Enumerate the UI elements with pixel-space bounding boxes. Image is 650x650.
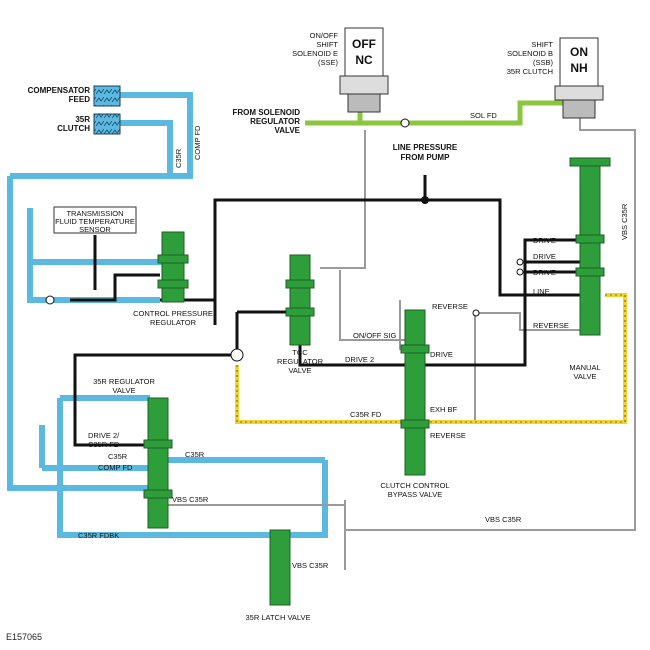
label-on-off-sig: ON/OFF SIG	[353, 331, 397, 340]
blue-clutch-circuit	[7, 92, 328, 538]
label-c35r-left: C35R	[108, 452, 128, 461]
solenoid-e: OFF NC	[339, 27, 389, 113]
clutch-control-bypass-valve	[404, 309, 426, 476]
label-line: LINE	[533, 287, 550, 296]
label-tft-1: TRANSMISSION	[66, 209, 123, 218]
label-35r-clutch-2: CLUTCH	[57, 124, 90, 133]
latch-valve	[269, 529, 291, 606]
label-c35r-fd: C35R FD	[350, 410, 382, 419]
label-drive-1: DRIVE	[533, 236, 556, 245]
label-vbs-c35r-mid: VBS C35R	[172, 495, 209, 504]
label-from-solenoid-2: REGULATOR	[250, 117, 300, 126]
diagram-labels: COMPENSATOR FEED 35R CLUTCH ON/OFF SHIFT…	[6, 31, 629, 642]
label-ssb-3: (SSB)	[533, 58, 554, 67]
label-exh-bf: EXH BF	[430, 405, 458, 414]
line-pressure-circuit	[70, 175, 580, 447]
label-drive-3: DRIVE	[533, 268, 556, 277]
figure-id: E157065	[6, 632, 42, 642]
label-c35r-vertical: C35R	[174, 148, 183, 168]
label-manual-valve-2: VALVE	[573, 372, 596, 381]
r35-regulator-valve	[147, 397, 169, 529]
label-35r-regulator-2: VALVE	[112, 386, 135, 395]
clutch-35r-box	[93, 113, 121, 135]
label-ccbv-2: BYPASS VALVE	[388, 490, 443, 499]
label-reverse-low: REVERSE	[430, 431, 466, 440]
label-tft-2: FLUID TEMPERATURE	[55, 217, 135, 226]
label-ssb-2: SOLENOID B	[507, 49, 553, 58]
label-reverse-top: REVERSE	[432, 302, 468, 311]
label-sse-2: SHIFT	[316, 40, 338, 49]
label-sol-fd: SOL FD	[470, 111, 497, 120]
label-line-pressure-1: LINE PRESSURE	[393, 143, 458, 152]
label-vbs-c35r-vertical: VBS C35R	[620, 203, 629, 240]
label-comp-fd-vertical: COMP FD	[193, 125, 202, 160]
label-c35r-right: C35R	[185, 450, 205, 459]
valve-bodies	[143, 157, 611, 606]
label-vbs-c35r-bottom-right: VBS C35R	[485, 515, 522, 524]
label-tcc-3: VALVE	[288, 366, 311, 375]
sse-state-off: OFF	[352, 37, 376, 51]
label-tcc-1: TCC	[292, 348, 308, 357]
label-tcc-2: REGULATOR	[277, 357, 324, 366]
label-sse-1: ON/OFF	[310, 31, 339, 40]
ssb-state-on: ON	[570, 45, 588, 59]
label-reverse-right: REVERSE	[533, 321, 569, 330]
label-drive-mid: DRIVE	[430, 350, 453, 359]
label-c35r-fdbk: C35R FDBK	[78, 531, 119, 540]
label-drive-2-line: DRIVE 2	[345, 355, 374, 364]
label-comp-fd: COMP FD	[98, 463, 133, 472]
ssb-state-nh: NH	[570, 61, 587, 75]
label-drive2-c35r-fd-2: C35R FD	[88, 440, 120, 449]
sol-fd-line	[305, 100, 570, 126]
tft-sensor-box	[53, 206, 137, 234]
label-cpr-2: REGULATOR	[150, 318, 197, 327]
vbs-c35r-lines	[150, 118, 636, 570]
label-ssb-1: SHIFT	[531, 40, 553, 49]
label-manual-valve-1: MANUAL	[569, 363, 600, 372]
label-sse-3: SOLENOID E	[292, 49, 338, 58]
tcc-regulator-valve	[289, 254, 311, 346]
label-from-solenoid-1: FROM SOLENOID	[232, 108, 300, 117]
solenoid-b: ON NH	[554, 37, 604, 119]
label-cpr-1: CONTROL PRESSURE	[133, 309, 213, 318]
label-latch-valve: 35R LATCH VALVE	[245, 613, 310, 622]
label-35r-clutch-1: 35R	[75, 115, 90, 124]
label-drive2-c35r-fd-1: DRIVE 2/	[88, 431, 120, 440]
label-vbs-c35r-low: VBS C35R	[292, 561, 329, 570]
label-ssb-4: 35R CLUTCH	[507, 67, 553, 76]
compensator-feed-box	[93, 85, 121, 107]
label-compensator-feed-2: FEED	[69, 95, 91, 104]
label-compensator-feed-1: COMPENSATOR	[28, 86, 91, 95]
sse-state-nc: NC	[355, 53, 373, 67]
label-drive-2: DRIVE	[533, 252, 556, 261]
label-35r-regulator-1: 35R REGULATOR	[93, 377, 155, 386]
control-pressure-regulator-valve	[161, 231, 185, 303]
manual-valve	[579, 159, 601, 336]
label-tft-3: SENSOR	[79, 225, 111, 234]
label-sse-4: (SSE)	[318, 58, 339, 67]
label-line-pressure-2: FROM PUMP	[401, 153, 451, 162]
label-ccbv-1: CLUTCH CONTROL	[380, 481, 449, 490]
label-from-solenoid-3: VALVE	[275, 126, 301, 135]
